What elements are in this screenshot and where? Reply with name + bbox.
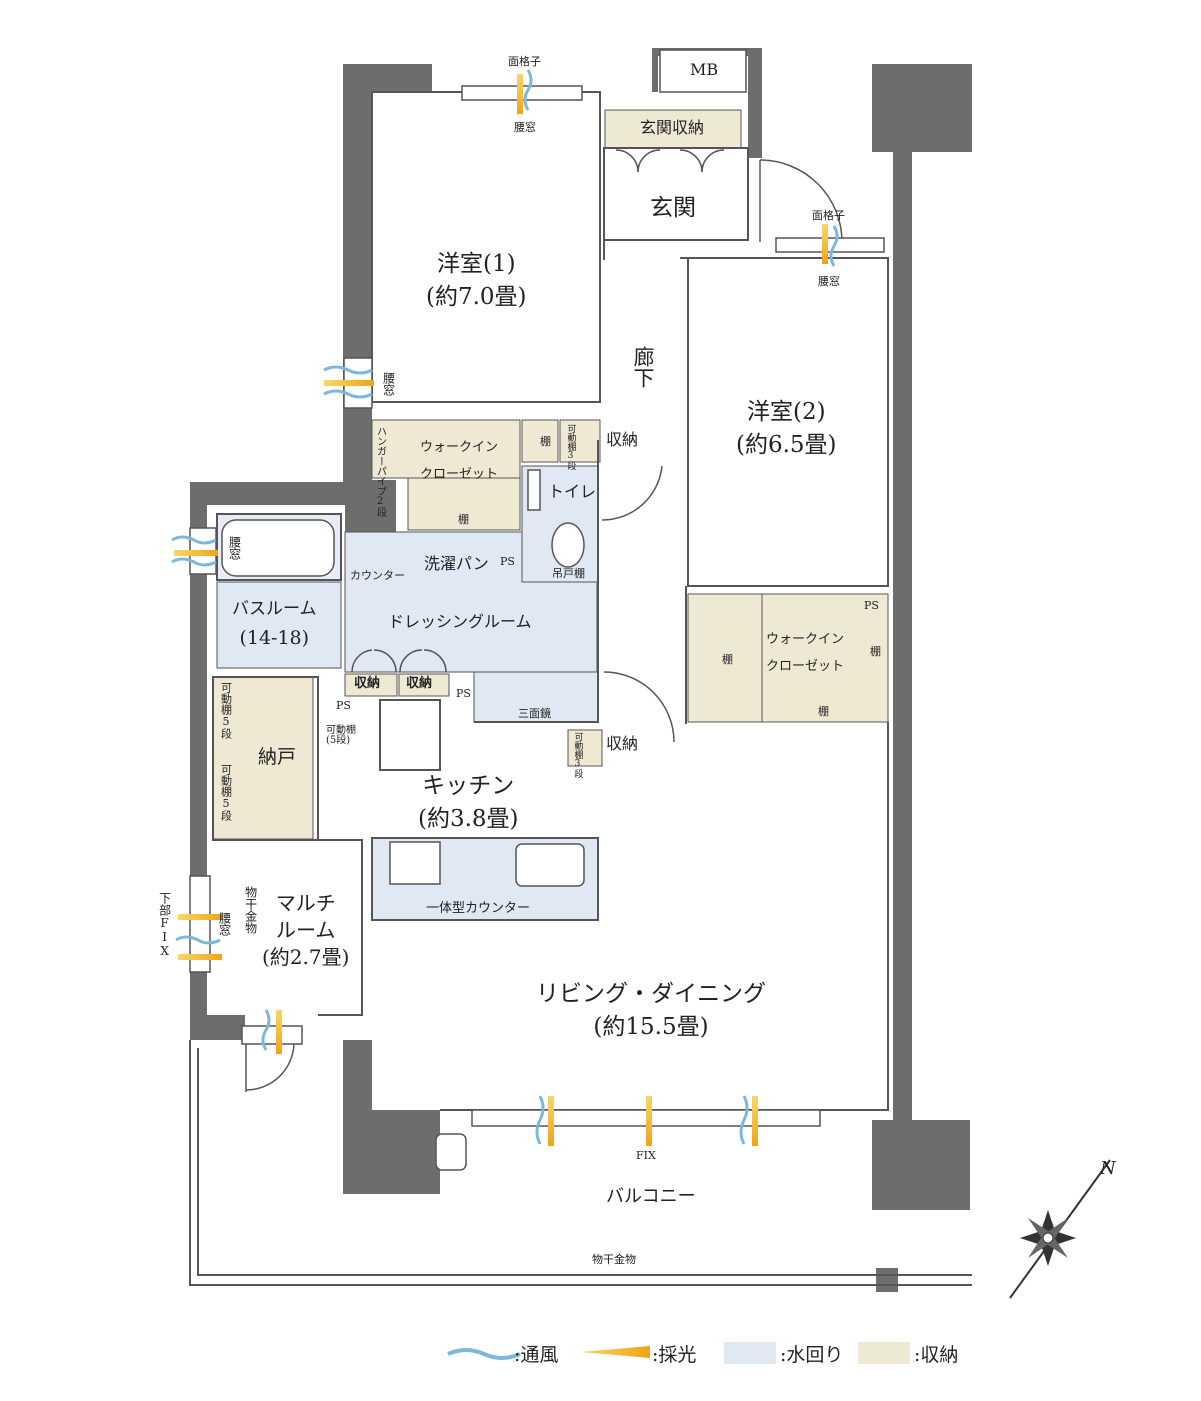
wic1-shelf-right: 棚 xyxy=(540,435,551,448)
waist-window-label-3: 腰窓 xyxy=(381,372,396,396)
mb-label: MB xyxy=(690,60,719,79)
wic1-label: ウォークイン クローゼット xyxy=(420,434,498,489)
adjustable-shelf-5-upper: 可動棚5段 xyxy=(219,682,233,739)
toilet-label: トイレ xyxy=(548,482,597,501)
room-western2-name: 洋室(2) xyxy=(746,399,826,425)
balcony-hardware-label: 物干金物 xyxy=(592,1253,636,1266)
adjustable-shelf-3-upper: 可動棚3段 xyxy=(565,424,576,470)
multi-line1: マルチ xyxy=(275,891,336,915)
adjustable-shelf-3-lower: 可動棚3段 xyxy=(572,732,583,778)
bath-label: バスルーム (14-18) xyxy=(232,596,317,654)
lattice-label-1: 面格子 xyxy=(508,55,541,68)
counter-integrated-label: 一体型カウンター xyxy=(426,901,531,916)
balcony-label: バルコニー xyxy=(606,1186,696,1207)
entrance-storage-label: 玄関収納 xyxy=(640,118,705,137)
door-swings xyxy=(245,149,843,1092)
mirror-label: 三面鏡 xyxy=(518,707,551,720)
corridor-label: 廊下 xyxy=(631,346,655,388)
waist-window-label-1: 腰窓 xyxy=(514,121,536,134)
wic1-shelf-bottom: 棚 xyxy=(458,513,469,526)
bath-size: (14-18) xyxy=(239,627,310,650)
waist-window-label-5: 腰窓 xyxy=(217,912,232,936)
ps-label-4: PS xyxy=(864,599,879,612)
bath-name: バスルーム xyxy=(232,599,317,619)
adjustable-shelf-5-lower: 可動棚5段 xyxy=(219,764,233,821)
storage-areas xyxy=(212,109,889,840)
wic2-label: ウォークイン クローゼット xyxy=(766,626,844,681)
legend-storage: :収納 xyxy=(914,1344,959,1366)
legend-light: :採光 xyxy=(652,1344,697,1366)
legend-swatches xyxy=(447,1342,910,1364)
ps-label-1: PS xyxy=(500,555,515,568)
closet-nando-label: 納戸 xyxy=(258,746,297,768)
room-western2: 洋室(2) (約6.5畳) xyxy=(736,396,837,463)
waist-window-label-2: 腰窓 xyxy=(818,275,840,288)
kitchen-size: (約3.8畳) xyxy=(418,806,519,833)
fix-label: FIX xyxy=(636,1149,656,1162)
kitchen-name: キッチン xyxy=(422,773,515,799)
legend-airflow: :通風 xyxy=(514,1344,559,1366)
storage-label-lower: 収納 xyxy=(606,734,639,753)
wic2-shelf-right: 棚 xyxy=(870,645,881,658)
wic1-line2: クローゼット xyxy=(420,467,499,483)
kitchen-label: キッチン (約3.8畳) xyxy=(418,770,519,837)
compass-icon xyxy=(1009,1159,1111,1299)
fixtures xyxy=(221,469,585,1171)
room-western1: 洋室(1) (約7.0畳) xyxy=(426,248,527,315)
waist-window-label-4: 腰窓 xyxy=(227,536,242,560)
washer-label: 洗濯パン xyxy=(424,554,489,573)
airflow-light-markers xyxy=(171,69,839,1146)
wic1-hanger-label: ハンガーパイプ2段 xyxy=(374,426,386,517)
room-western1-name: 洋室(1) xyxy=(436,251,516,277)
room-entrance: 玄関 xyxy=(650,195,696,221)
compass-north-label: N xyxy=(1100,1158,1116,1179)
ps-label-2: PS xyxy=(336,699,351,712)
room-western1-size: (約7.0畳) xyxy=(426,284,527,311)
dressing-storage-b: 収納 xyxy=(406,676,433,691)
storage-label-upper: 収納 xyxy=(606,430,639,449)
toilet-shelf-label: 吊戸棚 xyxy=(552,567,585,580)
ps-label-3: PS xyxy=(456,687,471,700)
wic2-shelf-bottom: 棚 xyxy=(818,705,829,718)
multi-room-label: マルチ ルーム (約2.7畳) xyxy=(262,890,349,971)
room-western2-size: (約6.5畳) xyxy=(736,432,837,459)
multi-size: (約2.7畳) xyxy=(262,945,350,969)
living-label: リビング・ダイニング (約15.5畳) xyxy=(536,978,766,1045)
wic1-line1: ウォークイン xyxy=(420,440,499,455)
wic2-line2: クローゼット xyxy=(766,659,845,675)
living-size: (約15.5畳) xyxy=(593,1014,709,1041)
wic2-line1: ウォークイン xyxy=(766,632,845,647)
counter-label: カウンター xyxy=(350,569,405,582)
living-name: リビング・ダイニング xyxy=(536,981,766,1007)
exterior-walls xyxy=(190,48,972,1292)
multi-drying-hardware: 物干金物 xyxy=(243,886,258,934)
legend-water: :水回り xyxy=(780,1344,844,1366)
dressing-label: ドレッシングルーム xyxy=(388,612,532,631)
lower-fix-label: 下部FIX xyxy=(157,892,172,958)
adjustable-shelf-5-paren: 可動棚(5段) xyxy=(326,725,356,746)
wic2-shelf-left: 棚 xyxy=(722,653,733,666)
lattice-label-2: 面格子 xyxy=(812,209,845,222)
dressing-storage-a: 収納 xyxy=(354,676,381,691)
multi-line2: ルーム xyxy=(276,918,336,942)
